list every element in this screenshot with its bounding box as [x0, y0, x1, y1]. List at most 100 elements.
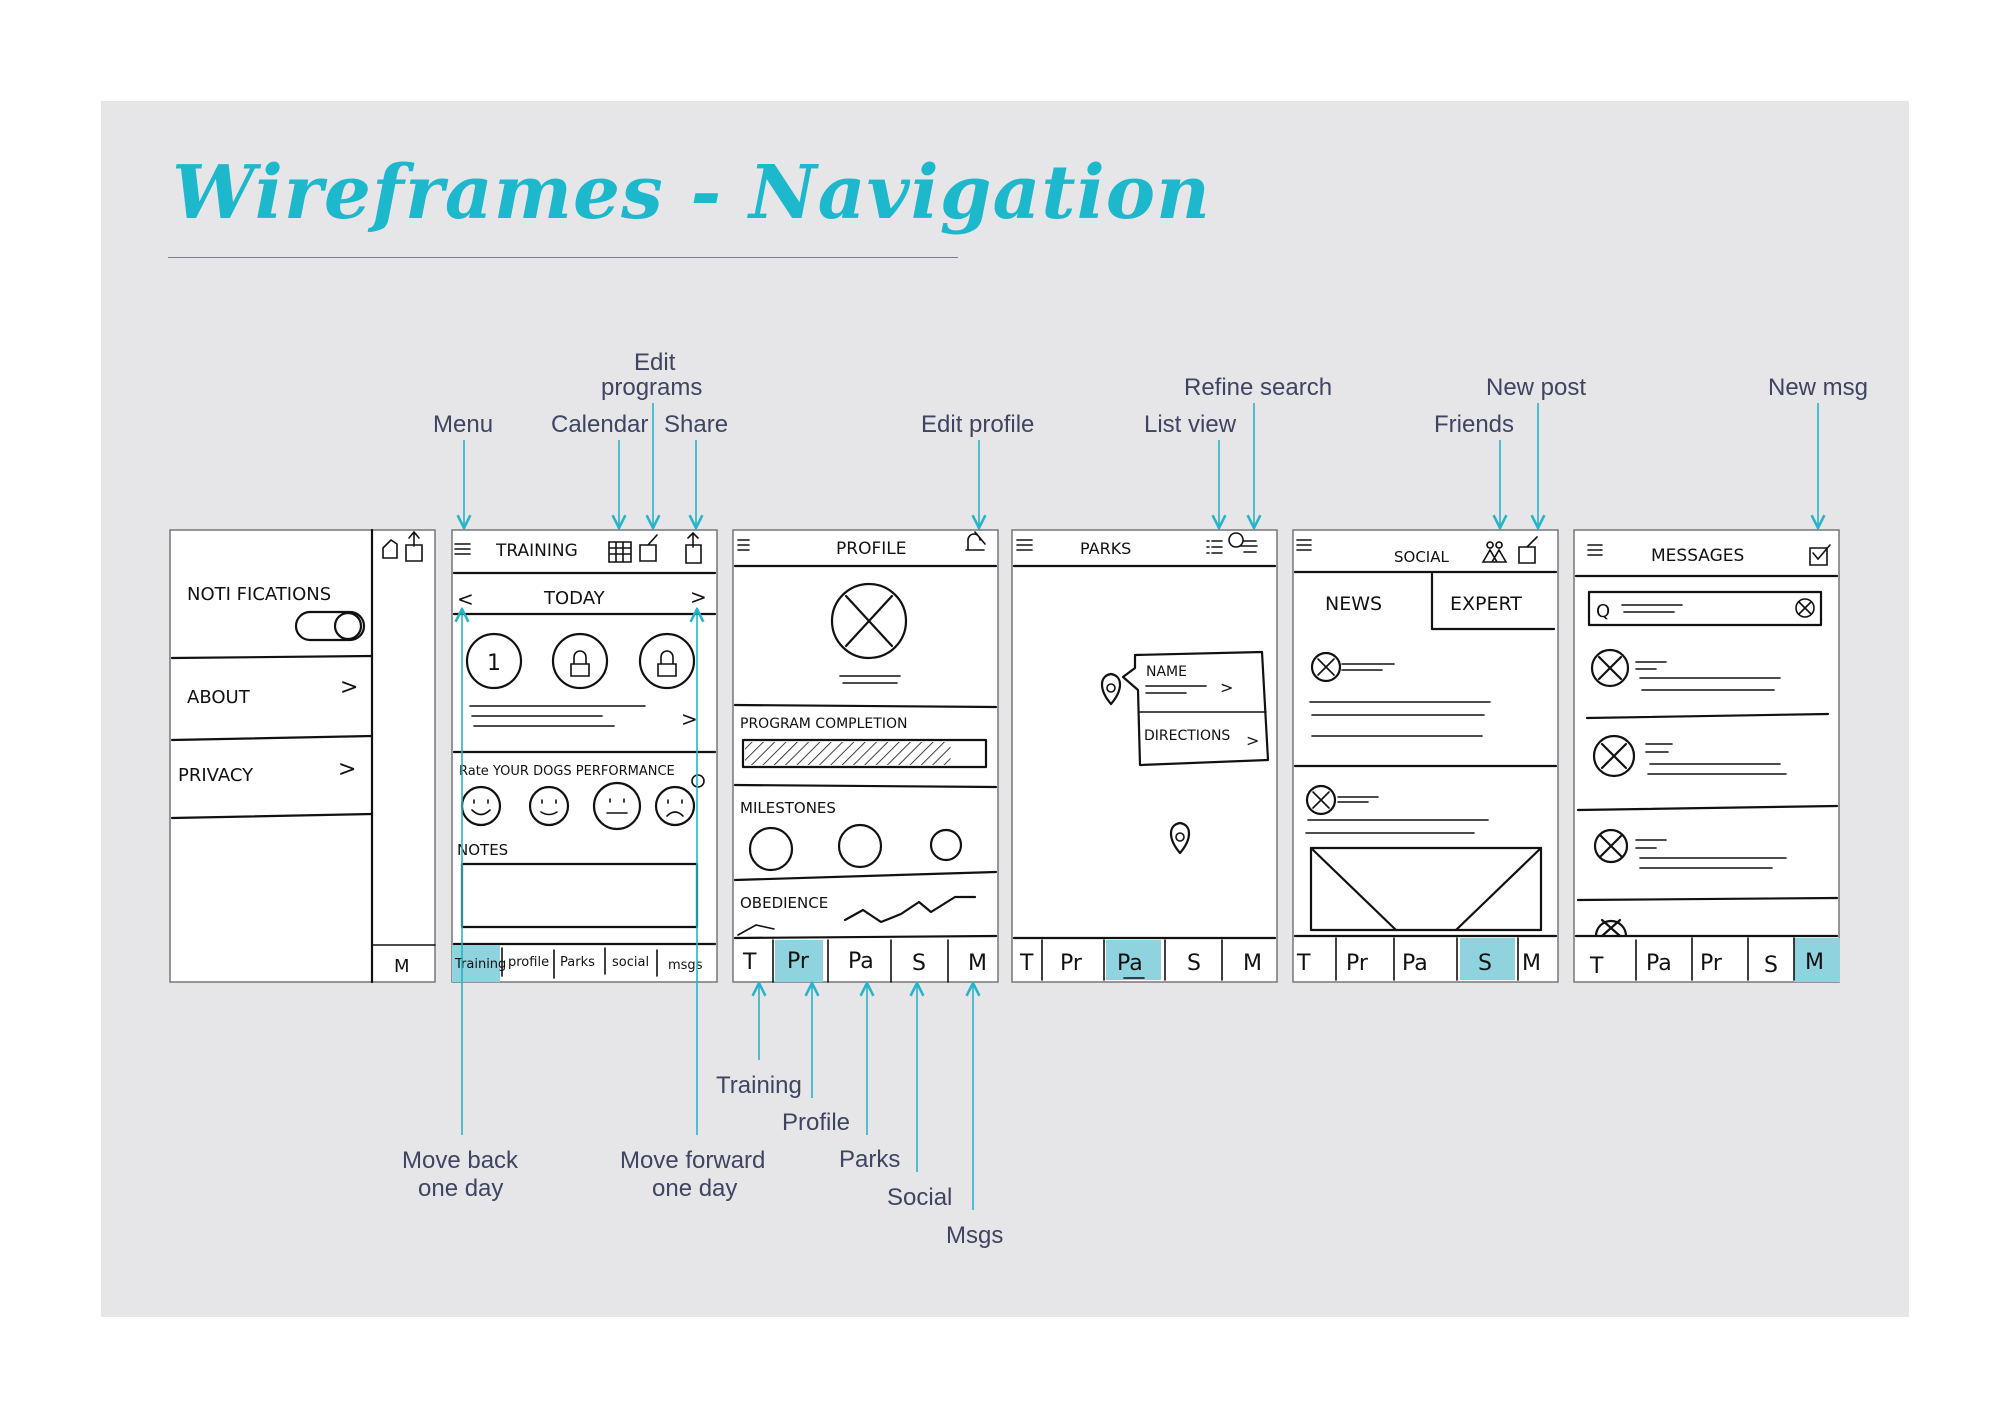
badge-locked[interactable]	[638, 632, 696, 690]
tab-profile[interactable]: Pr	[1060, 951, 1083, 976]
image-placeholder	[1309, 846, 1543, 932]
tab-training[interactable]: Training	[454, 957, 506, 972]
text-placeholder	[839, 675, 901, 684]
tab-expert-border	[1430, 572, 1556, 631]
tab-msgs[interactable]: M	[1805, 950, 1824, 975]
chevron-right-icon: >	[340, 675, 358, 700]
hamburger-menu-icon[interactable]	[1016, 539, 1033, 551]
park-popup[interactable]: NAME > DIRECTIONS >	[1121, 650, 1270, 767]
message-row[interactable]	[1593, 828, 1787, 869]
notifications-toggle[interactable]	[294, 610, 366, 642]
text-placeholder	[469, 705, 646, 727]
new-post-icon[interactable]	[1518, 536, 1538, 564]
label-calendar: Calendar	[551, 411, 648, 438]
search-input[interactable]	[1587, 590, 1823, 627]
share-icon[interactable]	[405, 530, 423, 562]
tab-social[interactable]: S	[1478, 951, 1492, 976]
obedience-chart	[843, 895, 977, 924]
edit-profile-icon[interactable]	[965, 531, 986, 551]
tab-training[interactable]: T	[742, 950, 757, 975]
park-name: NAME	[1146, 664, 1187, 680]
tab-social[interactable]: S	[1187, 951, 1201, 976]
page-title: Wireframes - Navigation	[172, 150, 1211, 236]
friends-icon[interactable]	[1481, 541, 1508, 563]
rating-faces[interactable]	[460, 781, 696, 831]
share-icon[interactable]	[685, 531, 702, 564]
avatar[interactable]	[1310, 651, 1342, 683]
info-icon[interactable]	[691, 774, 705, 788]
milestone-badge[interactable]	[929, 828, 963, 862]
tab-training[interactable]: T	[1296, 951, 1311, 976]
tab-msgs[interactable]: M	[968, 951, 987, 976]
tab-parks[interactable]: Pa	[1646, 951, 1672, 976]
hamburger-menu-icon[interactable]	[1296, 539, 1312, 551]
list-view-icon[interactable]	[1206, 540, 1223, 554]
tab-parks[interactable]: Parks	[560, 955, 595, 970]
active-tab-highlight	[1106, 940, 1161, 980]
tab-news[interactable]: NEWS	[1325, 593, 1382, 615]
directions-link[interactable]: DIRECTIONS	[1144, 728, 1230, 744]
hamburger-menu-icon[interactable]	[737, 539, 750, 551]
hamburger-menu-icon[interactable]	[1587, 544, 1603, 556]
prev-day-button[interactable]: <	[457, 587, 474, 611]
screen-social: SOCIAL NEWS EXPERT T Pr Pa S M	[1292, 529, 1559, 983]
tab-msgs[interactable]: msgs	[668, 958, 703, 973]
tab-training[interactable]: T	[1019, 951, 1034, 976]
label-move-back-line2: one day	[418, 1175, 503, 1202]
tab-training[interactable]: T	[1589, 954, 1604, 979]
tab-social[interactable]: S	[1764, 953, 1778, 978]
badge-locked[interactable]	[551, 632, 609, 690]
menu-item-privacy[interactable]: PRIVACY	[178, 765, 254, 786]
edit-icon[interactable]	[382, 538, 398, 559]
tab-profile[interactable]: Pr	[1346, 951, 1369, 976]
tab-expert[interactable]: EXPERT	[1450, 593, 1522, 615]
tab-msgs[interactable]: M	[1522, 951, 1541, 976]
menu-item-notifications[interactable]: NOTI FICATIONS	[187, 584, 331, 605]
new-msg-icon[interactable]	[1809, 544, 1831, 566]
tab-profile[interactable]: profile	[508, 955, 549, 970]
label-move-forward-line1: Move forward	[620, 1147, 765, 1174]
lock-icon	[657, 650, 677, 677]
face-neutral-icon[interactable]	[592, 781, 642, 831]
avatar[interactable]	[1305, 784, 1337, 816]
refine-search-icon[interactable]	[1228, 532, 1258, 553]
calendar-icon[interactable]	[608, 541, 632, 563]
lock-icon	[570, 650, 590, 677]
face-sad-icon[interactable]	[654, 785, 696, 827]
label-edit-profile: Edit profile	[921, 411, 1034, 438]
hamburger-menu-icon[interactable]	[454, 543, 471, 555]
label-new-post: New post	[1486, 374, 1586, 401]
tab-social[interactable]: S	[912, 951, 926, 976]
map-pin-icon[interactable]	[1100, 672, 1122, 706]
tab-parks[interactable]: Pa	[1402, 951, 1428, 976]
tab-parks[interactable]: Pa	[848, 949, 874, 974]
edit-programs-icon[interactable]	[639, 534, 658, 562]
completion-label: PROGRAM COMPLETION	[740, 716, 907, 732]
label-menu: Menu	[433, 411, 493, 438]
avatar	[1592, 734, 1636, 778]
menu-item-about[interactable]: ABOUT	[187, 687, 251, 708]
screen-profile: PROFILE PROGRAM COMPLETION MILESTONES OB…	[732, 529, 999, 983]
tab-social[interactable]: social	[612, 955, 649, 970]
map-pin-icon[interactable]	[1169, 821, 1191, 855]
screen-title: MESSAGES	[1651, 546, 1744, 566]
progress-bar	[741, 738, 988, 769]
badge-1[interactable]	[465, 632, 523, 690]
avatar[interactable]	[830, 582, 908, 660]
milestone-badge[interactable]	[837, 823, 883, 869]
active-tab-highlight	[1794, 938, 1840, 982]
avatar	[1593, 828, 1629, 864]
label-edit-programs-line1: Edit	[634, 349, 676, 376]
tab-profile[interactable]: Pr	[1700, 951, 1723, 976]
milestone-badge[interactable]	[748, 826, 794, 872]
screen-title: PARKS	[1080, 539, 1131, 558]
message-row[interactable]	[1592, 734, 1787, 778]
face-content-icon[interactable]	[528, 785, 570, 827]
next-day-button[interactable]: >	[690, 585, 707, 609]
tab-profile[interactable]: Pr	[787, 949, 810, 974]
tab-msgs[interactable]: M	[1243, 951, 1262, 976]
tab-parks[interactable]: Pa	[1117, 951, 1143, 976]
tab-messages[interactable]: M	[394, 956, 410, 977]
message-row[interactable]	[1590, 648, 1781, 691]
clear-search-icon[interactable]	[1795, 598, 1815, 618]
